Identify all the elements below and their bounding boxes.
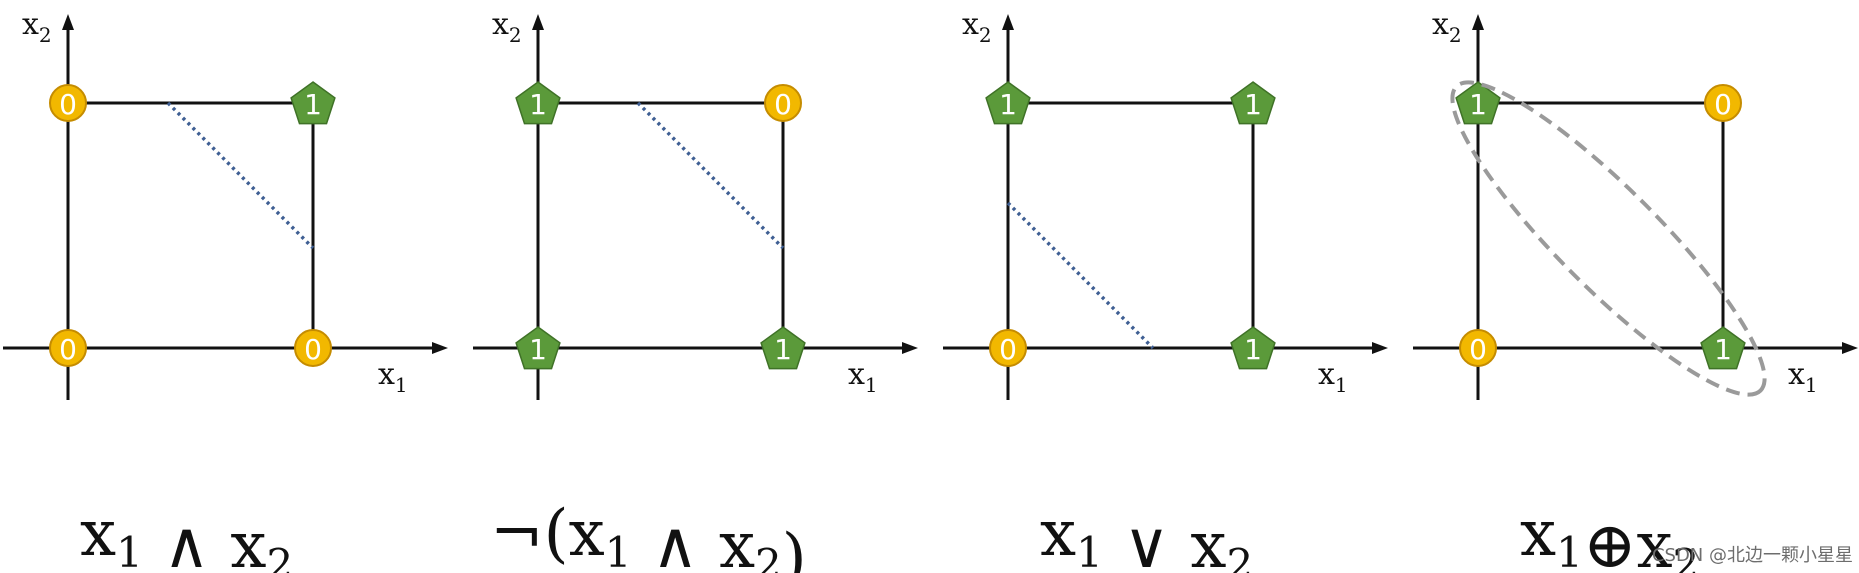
x-axis-label: x1 <box>378 357 408 397</box>
y-axis-label: x2 <box>492 7 522 47</box>
x-axis-arrow-icon <box>1372 342 1388 354</box>
node-value: 1 <box>529 333 547 366</box>
y-axis-arrow-icon <box>1472 14 1484 30</box>
y-axis-arrow-icon <box>62 14 74 30</box>
pentagon-node-icon <box>760 326 806 370</box>
node-value: 1 <box>1469 88 1487 121</box>
circle-node-icon <box>1459 329 1497 367</box>
panel-or: x2 x1 1 1 0 1 x1 ∨ x2 <box>943 7 1388 573</box>
separator-line <box>166 101 315 250</box>
node-top-left: 1 <box>1455 81 1501 125</box>
node-value: 1 <box>1244 333 1262 366</box>
node-value: 0 <box>1714 88 1732 121</box>
y-axis-arrow-icon <box>1002 14 1014 30</box>
node-bottom-right: 0 <box>294 329 332 367</box>
node-value: 1 <box>774 333 792 366</box>
node-bottom-left: 1 <box>515 326 561 370</box>
separator-line <box>1006 201 1155 350</box>
node-top-left: 1 <box>985 81 1031 125</box>
node-value: 0 <box>59 333 77 366</box>
y-axis-arrow-icon <box>532 14 544 30</box>
separator-line <box>636 101 785 250</box>
separator-ellipse <box>1450 80 1767 397</box>
pentagon-node-icon <box>515 326 561 370</box>
node-bottom-right: 1 <box>1700 326 1746 370</box>
node-value: 0 <box>999 333 1017 366</box>
caption-expression: ¬(x1 ∧ x2) <box>490 497 807 573</box>
panel-nand: x2 x1 1 0 1 1 ¬(x1 ∧ x2) <box>473 7 918 573</box>
node-bottom-left: 0 <box>49 329 87 367</box>
node-value: 1 <box>1244 88 1262 121</box>
pentagon-node-icon <box>985 81 1031 125</box>
node-bottom-right: 1 <box>760 326 806 370</box>
node-top-right: 1 <box>1230 81 1276 125</box>
node-bottom-left: 0 <box>1459 329 1497 367</box>
node-value: 1 <box>304 88 322 121</box>
caption-expression: x1 ∨ x2 <box>1040 497 1253 573</box>
x-axis-arrow-icon <box>432 342 448 354</box>
x-axis-arrow-icon <box>1842 342 1858 354</box>
node-value: 1 <box>1714 333 1732 366</box>
node-top-right: 1 <box>290 81 336 125</box>
y-axis-label: x2 <box>1432 7 1462 47</box>
node-value: 0 <box>59 88 77 121</box>
panels: x2 x1 0 1 0 0 x1 ∧ x2 x2 x1 1 0 1 1 ¬(x1 ∧ x2) x2 x1 1 1 0… <box>3 7 1858 573</box>
y-axis-label: x2 <box>22 7 52 47</box>
circle-node-icon <box>49 84 87 122</box>
node-value: 1 <box>529 88 547 121</box>
watermark: CSDN @北边一颗小星星 <box>1652 545 1853 566</box>
caption-expression: x1⊕x2 <box>1520 497 1699 573</box>
circle-node-icon <box>49 329 87 367</box>
node-value: 1 <box>999 88 1017 121</box>
pentagon-node-icon <box>1230 326 1276 370</box>
x-axis-label: x1 <box>848 357 878 397</box>
node-top-left: 0 <box>49 84 87 122</box>
caption-expression: x1 ∧ x2 <box>80 497 293 573</box>
node-bottom-right: 1 <box>1230 326 1276 370</box>
node-value: 0 <box>1469 333 1487 366</box>
pentagon-node-icon <box>1230 81 1276 125</box>
y-axis-label: x2 <box>962 7 992 47</box>
circle-node-icon <box>764 84 802 122</box>
node-top-right: 0 <box>1704 84 1742 122</box>
node-top-left: 1 <box>515 81 561 125</box>
node-top-right: 0 <box>764 84 802 122</box>
node-bottom-left: 0 <box>989 329 1027 367</box>
pentagon-node-icon <box>1455 81 1501 125</box>
panel-and: x2 x1 0 1 0 0 x1 ∧ x2 <box>3 7 448 573</box>
x-axis-label: x1 <box>1788 357 1818 397</box>
pentagon-node-icon <box>290 81 336 125</box>
circle-node-icon <box>1704 84 1742 122</box>
panel-xor: x2 x1 1 0 0 1 x1⊕x2 <box>1413 7 1858 573</box>
circle-node-icon <box>989 329 1027 367</box>
pentagon-node-icon <box>515 81 561 125</box>
pentagon-node-icon <box>1700 326 1746 370</box>
circle-node-icon <box>294 329 332 367</box>
node-value: 0 <box>774 88 792 121</box>
x-axis-arrow-icon <box>902 342 918 354</box>
node-value: 0 <box>304 333 322 366</box>
x-axis-label: x1 <box>1318 357 1348 397</box>
